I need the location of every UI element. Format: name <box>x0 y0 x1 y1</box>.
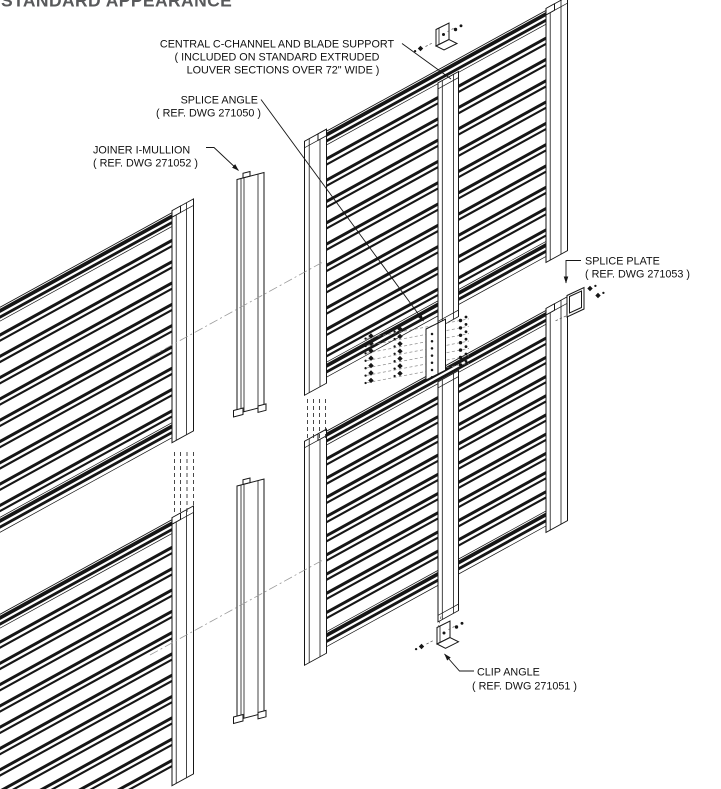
label-line: CLIP ANGLE <box>477 667 540 679</box>
label-line: CENTRAL C-CHANNEL AND BLADE SUPPORT <box>160 39 395 51</box>
label-central-c-channel: CENTRAL C-CHANNEL AND BLADE SUPPORT ( IN… <box>160 39 395 77</box>
page-title: STANDARD APPEARANCE <box>1 0 232 11</box>
left-bottom-partial-louver-panel <box>0 505 194 789</box>
panel-jamb-right <box>545 0 568 264</box>
leader-lines <box>206 43 581 672</box>
top-louver-assembly <box>304 0 568 397</box>
splice-angle-and-fasteners <box>364 315 470 385</box>
leader-clip-angle <box>444 653 474 672</box>
left-top-partial-louver-panel <box>0 198 194 541</box>
central-c-channel <box>437 369 459 623</box>
nuts-right <box>458 315 468 367</box>
panel-jamb-right <box>545 295 568 534</box>
clip-angle-bottom <box>414 616 464 651</box>
panel-jamb-left <box>304 428 327 667</box>
assembly-centerlines <box>149 262 323 656</box>
label-joiner-i-mullion: JOINER I-MULLION ( REF. DWG 271052 ) <box>93 145 198 170</box>
leader-splice-angle <box>260 99 424 322</box>
joiner-i-mullion-bottom <box>233 477 267 725</box>
label-line: SPLICE PLATE <box>585 256 660 268</box>
label-line: ( INCLUDED ON STANDARD EXTRUDED <box>175 52 380 64</box>
label-line: ( REF. DWG 271050 ) <box>156 108 261 120</box>
fastener-row-dashes <box>366 318 470 384</box>
leader-joiner-i-mullion <box>206 147 239 171</box>
louver-blades <box>322 334 550 622</box>
label-line: ( REF. DWG 271053 ) <box>585 269 690 281</box>
joiner-i-mullion-top <box>233 170 267 418</box>
label-line: SPLICE ANGLE <box>181 95 258 107</box>
label-line: ( REF. DWG 271052 ) <box>93 158 198 170</box>
clip-angle-top <box>413 22 463 53</box>
alignment-dashed-lines-left <box>174 452 194 514</box>
label-line: ( REF. DWG 271051 ) <box>472 681 577 693</box>
label-splice-angle: SPLICE ANGLE ( REF. DWG 271050 ) <box>156 95 261 120</box>
splice-angle-bar <box>425 318 446 381</box>
label-line: LOUVER SECTIONS OVER 72" WIDE ) <box>187 65 380 77</box>
central-c-channel <box>437 70 459 329</box>
leader-splice-plate <box>563 260 581 284</box>
splice-plate-part <box>553 284 605 322</box>
panel-jamb <box>171 198 194 444</box>
label-line: JOINER I-MULLION <box>93 145 190 157</box>
label-clip-angle: CLIP ANGLE ( REF. DWG 271051 ) <box>472 667 577 693</box>
panel-jamb-left <box>304 128 327 397</box>
leader-central-c-channel <box>401 43 452 80</box>
label-splice-plate: SPLICE PLATE ( REF. DWG 271053 ) <box>585 256 690 281</box>
panel-jamb <box>171 505 194 787</box>
